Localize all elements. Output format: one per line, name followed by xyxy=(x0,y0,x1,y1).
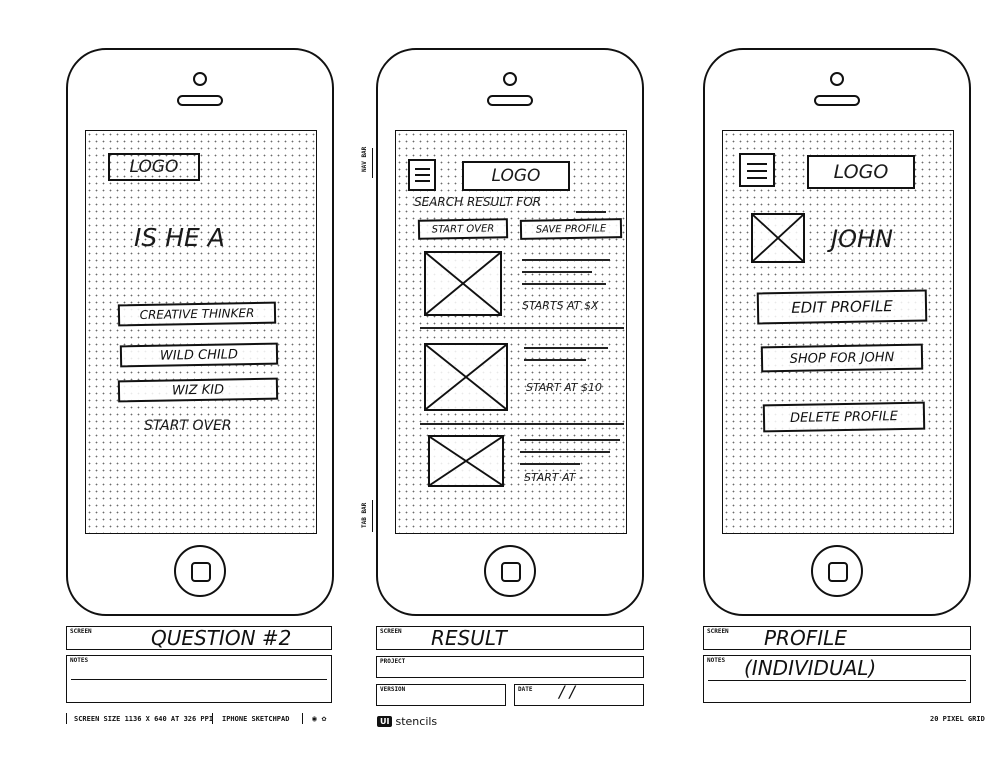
home-button[interactable] xyxy=(811,545,863,597)
result-title-line xyxy=(520,439,620,441)
result-price: START AT - xyxy=(524,471,583,484)
logo: LOGO xyxy=(462,161,570,191)
screen-field-value: RESULT xyxy=(431,626,507,650)
home-icon xyxy=(828,562,848,582)
notes-field-label: NOTES xyxy=(707,657,726,664)
result-image xyxy=(428,435,504,487)
camera-icon xyxy=(830,72,844,86)
home-button[interactable] xyxy=(174,545,226,597)
footer-icons: ◉ ✿ xyxy=(312,714,327,723)
footer-divider xyxy=(66,713,67,724)
headline: IS HE A xyxy=(134,223,225,252)
option-wild-child[interactable]: WILD CHILD xyxy=(119,342,279,368)
profile-name: JOHN xyxy=(831,225,893,253)
edit-profile-button[interactable]: EDIT PROFILE xyxy=(756,289,928,325)
result-image xyxy=(424,251,502,316)
phone-profile: LOGO JOHN EDIT PROFILE SHOP FOR JOHN DEL… xyxy=(703,48,971,616)
result-title-line xyxy=(524,359,586,361)
speaker-icon xyxy=(814,95,860,106)
result-price: STARTS AT $X xyxy=(522,299,599,312)
screen-field-value: QUESTION #2 xyxy=(151,626,292,650)
screen-field[interactable]: SCREEN QUESTION #2 xyxy=(66,626,332,650)
home-button[interactable] xyxy=(484,545,536,597)
brand-badge: UI xyxy=(377,716,393,727)
phone-result: LOGO SEARCH RESULT FOR START OVER SAVE P… xyxy=(376,48,644,616)
screen-field[interactable]: SCREEN RESULT xyxy=(376,626,644,650)
delete-profile-button[interactable]: DELETE PROFILE xyxy=(762,401,926,433)
save-profile-button[interactable]: SAVE PROFILE xyxy=(519,218,623,240)
logo-text: LOGO xyxy=(129,157,179,177)
result-title-line xyxy=(524,347,608,349)
project-field[interactable]: PROJECT xyxy=(376,656,644,678)
version-field[interactable]: VERSION xyxy=(376,684,506,706)
divider xyxy=(420,423,624,425)
screen-field-label: SCREEN xyxy=(707,628,729,635)
footer-divider xyxy=(302,713,303,724)
logo-text: LOGO xyxy=(833,161,889,183)
menu-icon[interactable] xyxy=(408,159,436,191)
result-image xyxy=(424,343,508,411)
project-field-label: PROJECT xyxy=(380,658,406,665)
device-text: IPHONE SKETCHPAD xyxy=(222,715,290,723)
home-icon xyxy=(191,562,211,582)
notes-field[interactable]: NOTES xyxy=(66,655,332,703)
logo: LOGO xyxy=(807,155,915,189)
logo: LOGO xyxy=(108,153,200,181)
start-over-link[interactable]: START OVER xyxy=(144,418,232,434)
screen-profile: LOGO JOHN EDIT PROFILE SHOP FOR JOHN DEL… xyxy=(722,130,954,534)
screen-result: LOGO SEARCH RESULT FOR START OVER SAVE P… xyxy=(395,130,627,534)
result-title-line xyxy=(522,283,606,285)
home-icon xyxy=(501,562,521,582)
menu-icon[interactable] xyxy=(739,153,775,187)
speaker-icon xyxy=(177,95,223,106)
screen-size-text: SCREEN SIZE 1136 X 640 AT 326 PPI xyxy=(74,715,214,723)
screen-field-label: SCREEN xyxy=(70,628,92,635)
result-title-line xyxy=(522,259,610,261)
tab-bar-label: TAB BAR xyxy=(361,502,368,528)
search-result-label: SEARCH RESULT FOR xyxy=(414,195,541,209)
tab-bar-bracket xyxy=(372,500,373,532)
brand-logo: UI stencils xyxy=(377,715,437,728)
search-term-line xyxy=(576,211,606,213)
notes-field[interactable]: NOTES (INDIVIDUAL) xyxy=(703,655,971,703)
result-title-line xyxy=(520,463,580,465)
screen-field[interactable]: SCREEN PROFILE xyxy=(703,626,971,650)
logo-text: LOGO xyxy=(491,166,541,186)
screen-field-label: SCREEN xyxy=(380,628,402,635)
result-title-line xyxy=(522,271,592,273)
camera-icon xyxy=(503,72,517,86)
avatar xyxy=(751,213,805,263)
camera-icon xyxy=(193,72,207,86)
date-field-label: DATE xyxy=(518,686,533,693)
result-title-line xyxy=(520,451,610,453)
date-field-value: / / xyxy=(559,682,575,701)
footer-divider xyxy=(212,713,213,724)
speaker-icon xyxy=(487,95,533,106)
screen-question: LOGO IS HE A CREATIVE THINKER WILD CHILD… xyxy=(85,130,317,534)
brand-name: stencils xyxy=(395,715,438,728)
start-over-button[interactable]: START OVER xyxy=(417,218,509,240)
option-creative-thinker[interactable]: CREATIVE THINKER xyxy=(117,301,277,327)
date-field[interactable]: DATE / / xyxy=(514,682,644,706)
screen-field-value: PROFILE xyxy=(764,626,847,650)
nav-bar-bracket xyxy=(372,148,373,178)
notes-line xyxy=(71,679,327,680)
nav-bar-label: NAV BAR xyxy=(361,146,368,172)
notes-line xyxy=(708,680,966,681)
shop-button[interactable]: SHOP FOR JOHN xyxy=(760,343,924,373)
grid-text: 20 PIXEL GRID xyxy=(930,715,985,723)
result-price: START AT $10 xyxy=(526,381,603,394)
divider xyxy=(420,327,624,329)
phone-question: LOGO IS HE A CREATIVE THINKER WILD CHILD… xyxy=(66,48,334,616)
option-wiz-kid[interactable]: WIZ KID xyxy=(117,377,279,403)
version-field-label: VERSION xyxy=(380,686,406,693)
notes-field-label: NOTES xyxy=(70,657,89,664)
notes-field-value: (INDIVIDUAL) xyxy=(744,656,877,680)
